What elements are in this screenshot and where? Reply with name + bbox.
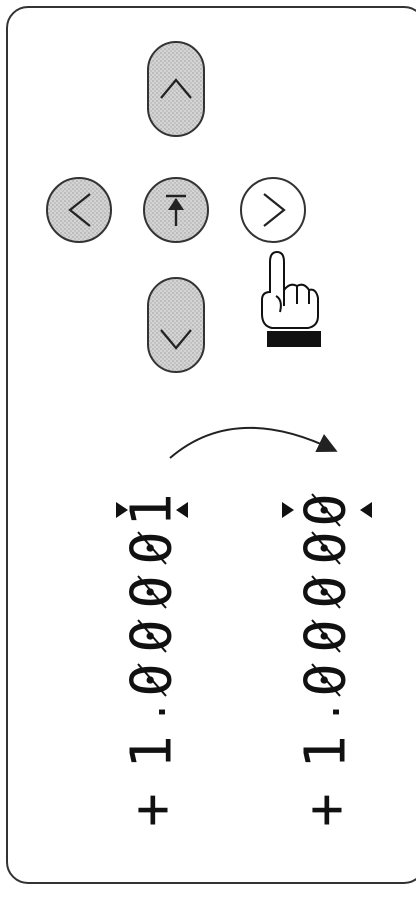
cursor-home-icon bbox=[166, 194, 186, 226]
chevron-right-icon bbox=[263, 193, 286, 227]
instruction-panel bbox=[6, 6, 416, 884]
right-button[interactable] bbox=[240, 177, 306, 243]
display-before: +1.00001 bbox=[120, 493, 185, 827]
zero-slash bbox=[311, 531, 341, 565]
transition-arrow bbox=[169, 426, 338, 459]
zero-slash bbox=[311, 493, 341, 527]
zero-slash bbox=[311, 663, 341, 697]
display-char: 1 bbox=[294, 735, 359, 769]
display-char: 1 bbox=[120, 735, 185, 769]
down-button[interactable] bbox=[147, 277, 205, 373]
up-button[interactable] bbox=[147, 41, 205, 137]
display-char: . bbox=[303, 700, 349, 724]
chevron-up-icon bbox=[160, 78, 192, 99]
cursor-markers-before bbox=[116, 502, 188, 518]
cursor-markers-after bbox=[282, 502, 372, 518]
left-button[interactable] bbox=[46, 177, 112, 243]
display-char: 1 bbox=[120, 493, 185, 527]
zero-slash bbox=[137, 663, 167, 697]
chevron-left-icon bbox=[68, 193, 91, 227]
zero-slash bbox=[137, 619, 167, 653]
zero-slash bbox=[311, 619, 341, 653]
zero-slash bbox=[137, 575, 167, 609]
display-char: + bbox=[294, 793, 359, 827]
zero-slash bbox=[137, 531, 167, 565]
display-char: . bbox=[129, 700, 175, 724]
pointing-hand-icon bbox=[261, 250, 321, 347]
chevron-down-icon bbox=[160, 329, 192, 350]
center-button[interactable] bbox=[143, 177, 209, 243]
zero-slash bbox=[311, 575, 341, 609]
display-char: + bbox=[120, 793, 185, 827]
display-after: +1.00000 bbox=[294, 493, 359, 827]
